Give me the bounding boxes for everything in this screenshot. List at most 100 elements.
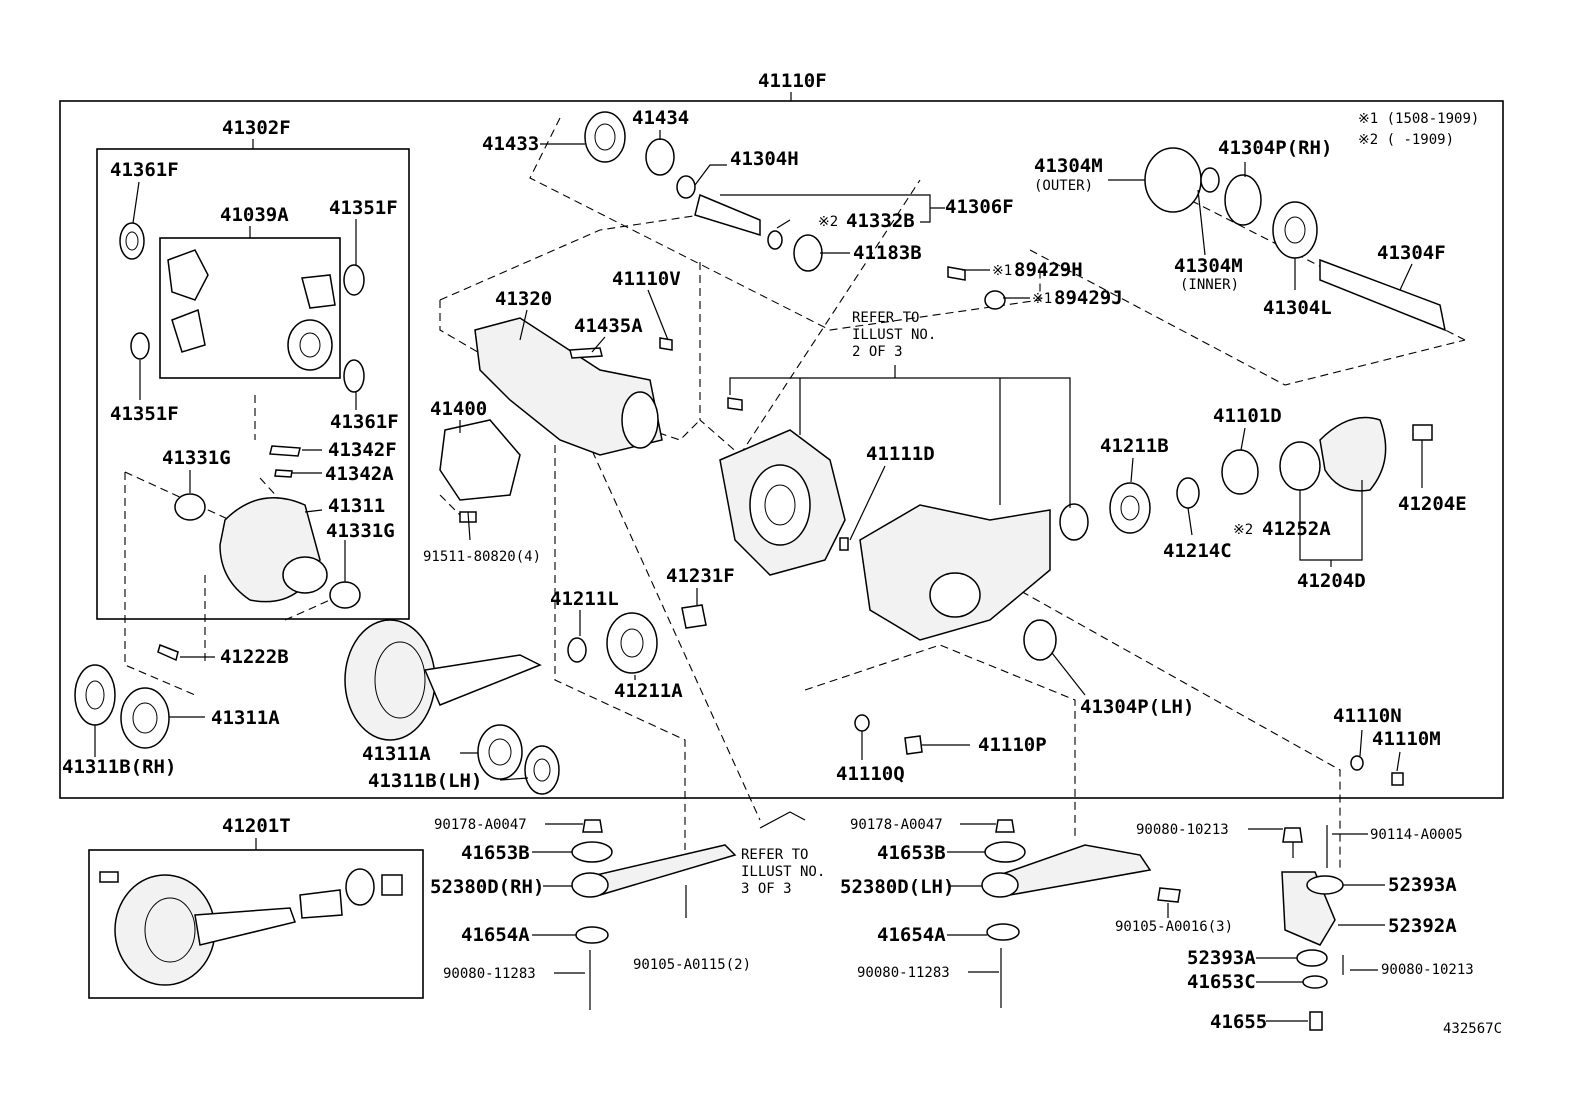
label-41342F: 41342F (328, 439, 397, 461)
label-41311: 41311 (328, 495, 385, 517)
label-41331G-b: 41331G (326, 520, 395, 542)
pinion-bearing-icon (584, 111, 823, 272)
illustration-code: 432567C (1443, 1021, 1502, 1037)
label-41653C: 41653C (1187, 971, 1256, 993)
label-90178-a: 90178-A0047 (434, 817, 527, 833)
label-41304M-outer: 41304M (1034, 155, 1103, 177)
label-41331G-a: 41331G (162, 447, 231, 469)
label-52380D-rh: 52380D(RH) (430, 876, 544, 898)
mount-stack-icon (1281, 825, 1344, 1031)
label-52380D-lh: 52380D(LH) (840, 876, 954, 898)
label-41434: 41434 (632, 107, 689, 129)
refer-2-line-2: ILLUST NO. (852, 327, 936, 343)
refer-2-line-3: 2 OF 3 (852, 344, 903, 360)
label-41252A: 41252A (1262, 518, 1331, 540)
part-labels: 41361F 41351F 41351F 41361F 41342F 41331… (62, 107, 1502, 1037)
leader-lines (94, 130, 1423, 1022)
label-41361F-b: 41361F (330, 411, 399, 433)
mount-bracket-rh-icon (571, 819, 737, 1010)
label-41304P-lh: 41304P(LH) (1080, 696, 1194, 718)
title-label: 41110F (758, 70, 827, 92)
label-41211B: 41211B (1100, 435, 1169, 457)
label-41320: 41320 (495, 288, 552, 310)
label-41110N: 41110N (1333, 705, 1402, 727)
label-41311A-a: 41311A (211, 707, 280, 729)
ring-gear-icon (344, 619, 542, 741)
note-2: ※2 ( -1909) (1358, 132, 1454, 148)
label-41332B: 41332B (846, 210, 915, 232)
label-41306F: 41306F (945, 196, 1014, 218)
label-41435A: 41435A (574, 315, 643, 337)
label-41214C: 41214C (1163, 540, 1232, 562)
label-90178-b: 90178-A0047 (850, 817, 943, 833)
label-41311B-rh: 41311B(RH) (62, 756, 176, 778)
label-41211A: 41211A (614, 680, 683, 702)
label-90105-a0016: 90105-A0016(3) (1115, 919, 1233, 935)
mark-note-1-a: ※1 (992, 263, 1012, 279)
flange-bearing-icon (1059, 416, 1433, 541)
mark-note-2-a: ※2 (818, 214, 838, 230)
label-41654A-a: 41654A (461, 924, 530, 946)
note-1: ※1 (1508-1909) (1358, 111, 1479, 127)
label-41655: 41655 (1210, 1011, 1267, 1033)
ring-pinion-set-icon (99, 868, 403, 986)
label-91511: 91511-80820(4) (423, 549, 541, 565)
label-41351F-b: 41351F (110, 403, 179, 425)
label-41110M: 41110M (1372, 728, 1441, 750)
label-90114: 90114-A0005 (1370, 827, 1463, 843)
side-bearing-icon (74, 664, 560, 795)
label-41222B: 41222B (220, 646, 289, 668)
output-shaft-icon (947, 147, 1447, 332)
refer-3-line-1: REFER TO (741, 847, 808, 863)
label-90080-11283-a: 90080-11283 (443, 966, 536, 982)
label-41653B-a: 41653B (461, 842, 530, 864)
differential-gear-icon (119, 222, 365, 393)
label-41654A-b: 41654A (877, 924, 946, 946)
mount-bracket-lh-icon (981, 819, 1181, 1008)
label-41304L: 41304L (1263, 297, 1332, 319)
label-89429J: 89429J (1054, 287, 1123, 309)
label-41110P: 41110P (978, 734, 1047, 756)
label-41110V: 41110V (612, 268, 681, 290)
label-41304M-inner: 41304M (1174, 255, 1243, 277)
label-41361F-a: 41361F (110, 159, 179, 181)
diff-case-icon (157, 445, 361, 662)
label-41304F: 41304F (1377, 242, 1446, 264)
label-52393A-a: 52393A (1388, 874, 1457, 896)
label-41204D: 41204D (1297, 570, 1366, 592)
label-52392A: 52392A (1388, 915, 1457, 937)
label-89429H: 89429H (1014, 259, 1083, 281)
refer-3-line-2: ILLUST NO. (741, 864, 825, 880)
label-41400: 41400 (430, 398, 487, 420)
label-41351F-a: 41351F (329, 197, 398, 219)
misc-plug-icon (854, 619, 1404, 786)
label-41342A: 41342A (325, 463, 394, 485)
label-41311A-b: 41311A (362, 743, 431, 765)
label-41183B: 41183B (853, 242, 922, 264)
bearing-stack-icon (567, 604, 707, 674)
refer-3-line-3: 3 OF 3 (741, 881, 792, 897)
label-90080-11283-b: 90080-11283 (857, 965, 950, 981)
label-41231F: 41231F (666, 565, 735, 587)
label-41204E: 41204E (1398, 493, 1467, 515)
label-90105-a0115: 90105-A0115(2) (633, 957, 751, 973)
label-41302F: 41302F (222, 117, 291, 139)
transfer-housing-icon (439, 317, 673, 523)
main-assembly-frame (59, 100, 1504, 799)
label-inner: (INNER) (1180, 277, 1239, 293)
phantom-lines (124, 117, 1466, 870)
front-housing-icon (719, 397, 846, 576)
label-41201T: 41201T (222, 815, 291, 837)
label-41653B-b: 41653B (877, 842, 946, 864)
label-41111D: 41111D (866, 443, 935, 465)
label-52393A-b: 52393A (1187, 947, 1256, 969)
label-41311B-lh: 41311B(LH) (368, 770, 482, 792)
refer-2-line-1: REFER TO (852, 310, 919, 326)
label-41433: 41433 (482, 133, 539, 155)
label-41211L: 41211L (550, 588, 619, 610)
label-90080-10213-b: 90080-10213 (1381, 962, 1474, 978)
label-41304H: 41304H (730, 148, 799, 170)
mark-note-2-b: ※2 (1233, 522, 1253, 538)
label-41304P-rh: 41304P(RH) (1218, 137, 1332, 159)
